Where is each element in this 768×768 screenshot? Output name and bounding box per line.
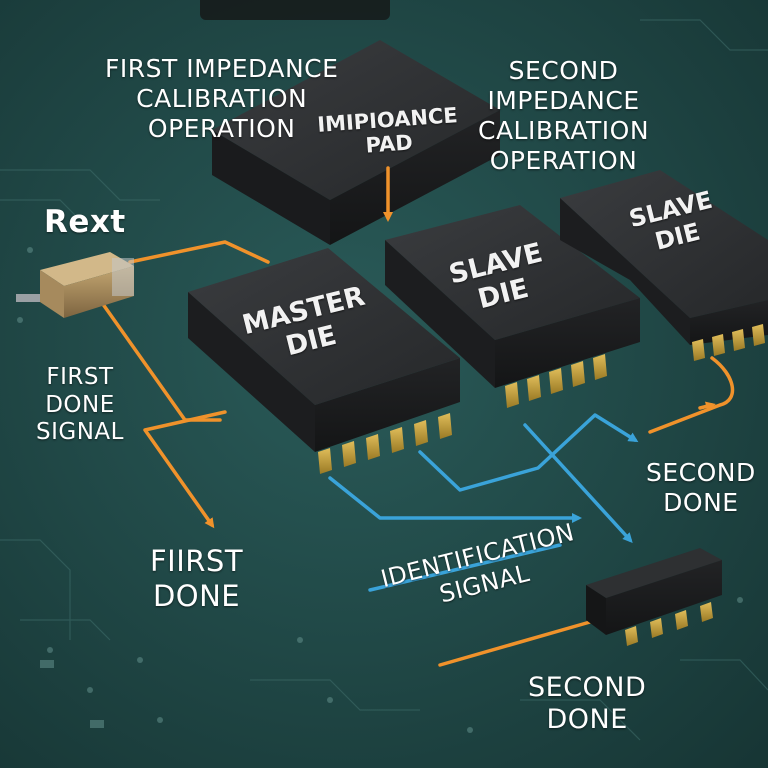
top-background-component (200, 0, 390, 20)
first-done-branch-trace (143, 410, 227, 529)
first-done-signal-line-2: DONE (45, 391, 115, 418)
identification-chip (586, 548, 722, 646)
second-done-right-trace (648, 356, 735, 434)
orange-traces (98, 166, 735, 667)
rext-to-master-trace (128, 240, 270, 264)
second-done-right-line-2: DONE (663, 488, 739, 517)
second-done-right-line-1: SECOND (646, 458, 756, 487)
fiirst-done-label: FIIRST DONE (150, 544, 243, 614)
fiirst-done-line-1: FIIRST (150, 544, 244, 578)
second-done-right-label: SECOND DONE (646, 458, 756, 518)
rext-resistor (16, 252, 134, 318)
slave-die-2-pins (692, 324, 765, 361)
first-op-line-2: CALIBRATION (136, 84, 308, 113)
master-die-chip (188, 248, 460, 474)
master-to-slave-trace (328, 476, 582, 523)
second-op-line-1: SECOND (508, 56, 619, 85)
slave-die-chip-1 (385, 205, 640, 408)
identification-chip-pins (625, 602, 713, 646)
master-die-pins (318, 413, 452, 474)
board-traces (0, 19, 768, 741)
second-done-bottom-label: SECOND DONE (528, 672, 646, 737)
second-done-bottom-trace (438, 620, 592, 667)
blue-traces (328, 413, 639, 592)
slave-die-chip-2 (560, 170, 768, 361)
second-impedance-calibration-label: SECOND IMPEDANCE CALIBRATION OPERATION (478, 56, 649, 176)
first-done-signal-line-3: SIGNAL (36, 419, 124, 446)
impedance-pad-chip (212, 40, 500, 245)
second-op-line-2: IMPEDANCE (487, 86, 640, 115)
fiirst-done-line-2: DONE (152, 578, 241, 613)
second-done-bottom-line-1: SECOND (528, 672, 647, 703)
first-impedance-calibration-label: FIRST IMPEDANCE CALIBRATION OPERATION (105, 54, 338, 144)
second-op-line-4: OPERATION (489, 146, 638, 175)
first-done-signal-label: FIRST DONE SIGNAL (36, 364, 124, 447)
rext-label: Rext (44, 204, 126, 240)
second-done-bottom-line-2: DONE (546, 704, 628, 736)
slave-die-1-pins (505, 354, 607, 408)
second-op-line-3: CALIBRATION (478, 116, 650, 145)
first-op-line-3: OPERATION (147, 114, 296, 143)
first-done-signal-line-1: FIRST (46, 364, 114, 390)
identification-signal-trace (368, 543, 562, 592)
first-op-line-1: FIRST IMPEDANCE (105, 54, 339, 83)
